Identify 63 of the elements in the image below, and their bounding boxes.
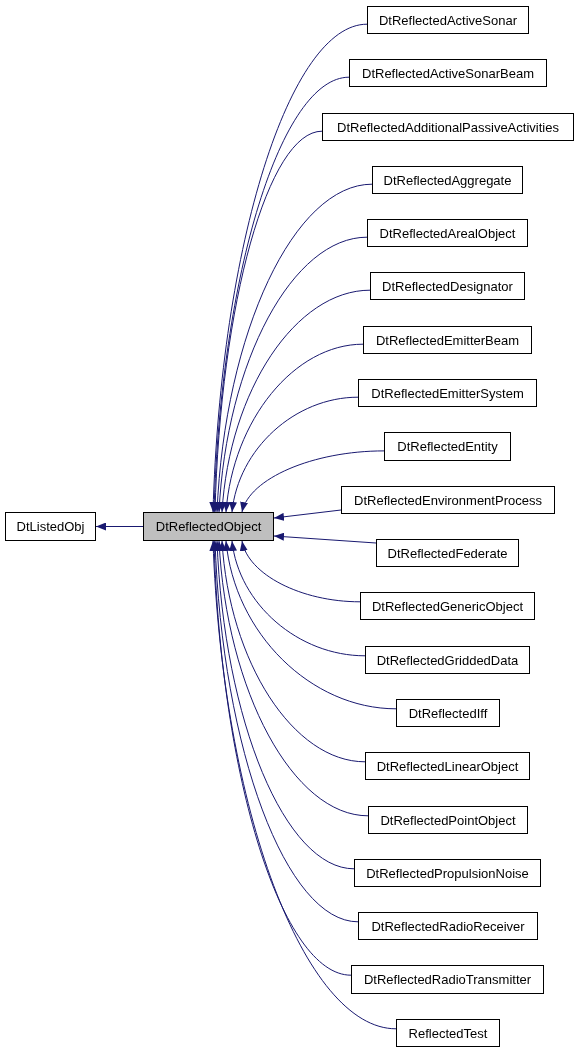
class-name: DtReflectedActiveSonarBeam — [362, 65, 534, 81]
class-name: DtReflectedPropulsionNoise — [366, 865, 529, 881]
class-name: DtReflectedRadioTransmitter — [363, 972, 532, 987]
inheritance-arrow — [213, 540, 355, 870]
inheritance-arrow — [211, 130, 323, 513]
inheritance-arrow — [209, 540, 397, 1030]
inheritance-arrow — [219, 289, 371, 513]
class-name: DtReflectedGenericObject — [372, 598, 523, 614]
class-name: DtReflectedDesignator — [382, 278, 513, 294]
class-box — [354, 859, 541, 887]
class-box — [360, 592, 535, 620]
inheritance-arrow — [213, 183, 373, 513]
class-box — [322, 113, 574, 141]
class-box — [367, 6, 529, 34]
class-name: DtReflectedActiveSonar — [379, 12, 517, 28]
class-name: DtReflectedEntity — [397, 439, 498, 454]
class-name: DtReflectedObject — [155, 519, 262, 534]
class-name: DtReflectedArealObject — [379, 225, 516, 241]
inheritance-arrow — [229, 396, 359, 513]
inheritance-arrow — [223, 540, 397, 710]
class-box — [365, 646, 530, 674]
class-box — [363, 326, 532, 354]
class-box — [341, 486, 555, 514]
class-name: DtReflectedGriddedData — [376, 652, 519, 668]
class-box — [358, 379, 537, 407]
class-box — [384, 432, 511, 461]
class-box — [396, 699, 500, 727]
class-name: DtReflectedPointObject — [380, 812, 516, 828]
inheritance-arrow — [241, 540, 361, 603]
class-name: DtReflectedEmitterSystem — [371, 385, 524, 401]
class-name: DtReflectedRadioReceiver — [371, 918, 525, 934]
inheritance-arrow — [215, 236, 368, 513]
class-box — [143, 512, 274, 541]
class-box — [396, 1019, 500, 1047]
inheritance-arrow — [95, 522, 144, 531]
class-name: DtReflectedEnvironmentProcess — [354, 492, 542, 508]
class-name: DtListedObj — [16, 519, 85, 534]
class-name: ReflectedTest — [408, 1025, 488, 1041]
class-box — [370, 272, 525, 300]
class-name: DtReflectedAdditionalPassiveActivities — [337, 119, 559, 135]
inheritance-arrow — [223, 343, 364, 513]
class-box — [5, 512, 96, 541]
inheritance-arrow — [219, 540, 366, 763]
inheritance-arrow — [273, 532, 377, 544]
inheritance-arrow — [210, 76, 350, 513]
inheritance-arrow — [229, 540, 366, 657]
inheritance-arrow — [273, 509, 342, 521]
inheritance-arrow — [209, 23, 368, 513]
class-name: DtReflectedAggregate — [383, 172, 512, 188]
class-box — [349, 59, 547, 87]
inheritance-arrow — [241, 450, 385, 513]
class-box — [365, 752, 530, 780]
class-box — [376, 539, 519, 567]
class-box — [368, 806, 528, 834]
class-box — [351, 965, 544, 994]
class-box — [367, 219, 528, 247]
inheritance-arrow — [215, 540, 369, 817]
class-name: DtReflectedIff — [408, 705, 488, 721]
class-box — [358, 912, 538, 940]
class-name: DtReflectedFederate — [387, 545, 508, 561]
class-box — [372, 166, 523, 194]
class-name: DtReflectedLinearObject — [376, 758, 519, 774]
class-name: DtReflectedEmitterBeam — [375, 332, 520, 348]
